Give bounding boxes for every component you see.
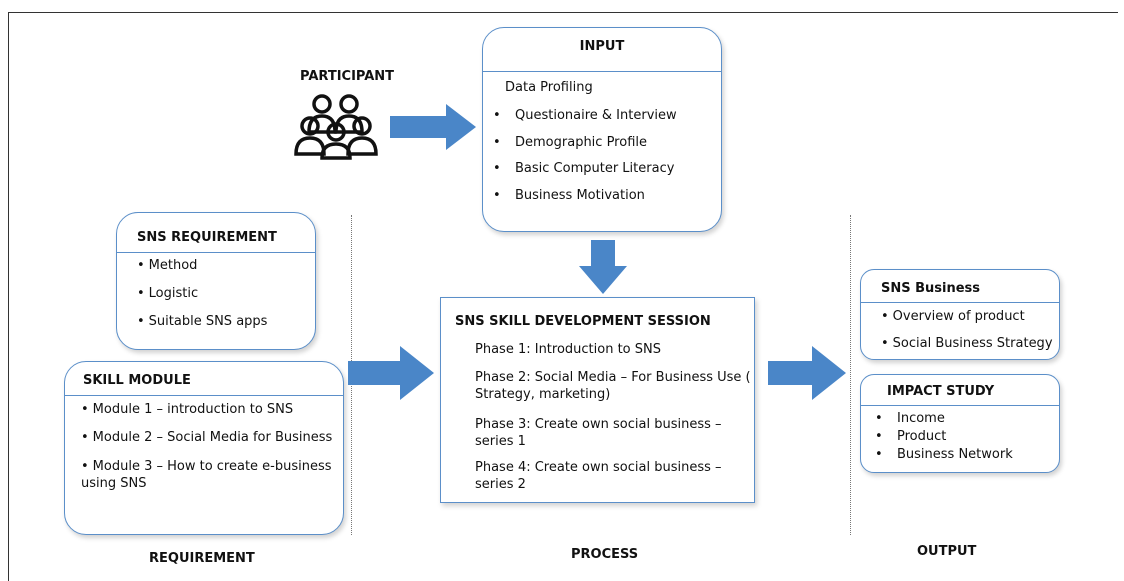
input-title: INPUT (579, 39, 625, 54)
skill-module-box: SKILL MODULE Module 1 – introduction to … (64, 361, 344, 535)
input-item: Demographic Profile (493, 135, 647, 150)
sns-business-item: Overview of product (881, 309, 1025, 324)
input-subtitle: Data Profiling (505, 80, 593, 95)
arrow-to-input (390, 104, 476, 150)
session-phase: Phase 1: Introduction to SNS (475, 342, 661, 357)
diagram-frame (8, 12, 1118, 581)
sns-requirement-item: Logistic (137, 286, 198, 301)
impact-study-box: IMPACT STUDY Income Product Business Net… (860, 374, 1060, 473)
session-phase: Phase 3: Create own social business – se… (475, 417, 722, 449)
session-phase: Phase 2: Social Media – For Business Use… (475, 370, 751, 402)
session-title: SNS SKILL DEVELOPMENT SESSION (455, 314, 711, 329)
skill-module-item: Module 3 – How to create e-business usin… (81, 458, 337, 492)
column-label-output: OUTPUT (917, 544, 977, 559)
impact-study-item: Product (875, 429, 947, 444)
sns-requirement-item: Suitable SNS apps (137, 314, 268, 329)
skill-module-item: Module 1 – introduction to SNS (81, 402, 293, 417)
people-icon (294, 94, 378, 160)
sns-requirement-box: SNS REQUIREMENT Method Logistic Suitable… (116, 212, 316, 350)
impact-study-divider (861, 405, 1059, 406)
impact-study-item: Income (875, 411, 945, 426)
impact-study-title: IMPACT STUDY (887, 384, 995, 399)
skill-module-divider (65, 395, 343, 396)
arrow-to-session (579, 240, 627, 294)
column-divider-right (850, 215, 851, 535)
sns-requirement-item: Method (137, 258, 198, 273)
sns-business-box: SNS Business Overview of product Social … (860, 269, 1060, 360)
session-phase: Phase 4: Create own social business – se… (475, 460, 722, 492)
sns-requirement-title: SNS REQUIREMENT (137, 230, 277, 245)
sns-business-divider (861, 302, 1059, 303)
skill-module-title: SKILL MODULE (83, 373, 191, 388)
arrow-to-output (768, 346, 846, 400)
session-box: SNS SKILL DEVELOPMENT SESSION Phase 1: I… (440, 297, 755, 503)
column-label-process: PROCESS (571, 547, 639, 562)
skill-module-item: Module 2 – Social Media for Business (81, 430, 333, 445)
input-item: Questionaire & Interview (493, 108, 677, 123)
input-box: INPUT Data Profiling Questionaire & Inte… (482, 27, 722, 232)
input-item: Basic Computer Literacy (493, 161, 674, 176)
column-label-requirement: REQUIREMENT (149, 551, 255, 566)
input-item: Business Motivation (493, 188, 645, 203)
sns-requirement-divider (117, 252, 315, 253)
impact-study-item: Business Network (875, 447, 1013, 462)
arrow-to-process (348, 346, 434, 400)
participant-label: PARTICIPANT (300, 69, 395, 84)
input-divider (483, 71, 721, 72)
sns-business-title: SNS Business (881, 281, 981, 296)
sns-business-item: Social Business Strategy (881, 336, 1053, 351)
